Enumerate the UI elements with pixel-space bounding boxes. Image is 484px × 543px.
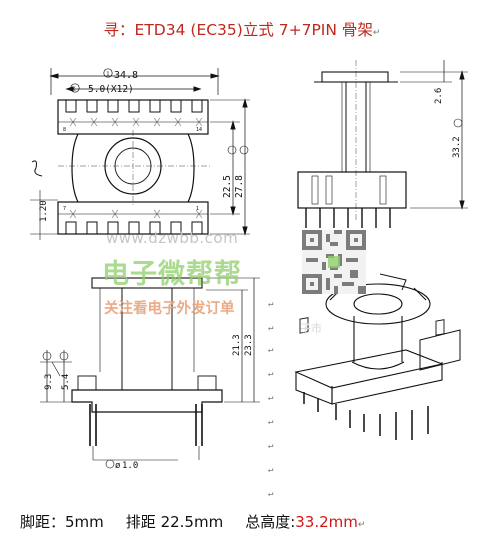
svg-text:↵: ↵: [268, 441, 273, 451]
isometric-view: [294, 273, 461, 440]
svg-text:↵: ↵: [268, 489, 273, 499]
para-mark-footer: ↵: [357, 520, 366, 530]
dim-body-length: 27.8: [234, 175, 245, 198]
top-view: 1 34.8 K 5.0(X12) 8: [30, 68, 250, 240]
svg-text:↵: ↵: [268, 465, 273, 475]
pitch-value: 5mm: [65, 513, 104, 531]
row-spacing-label: 排距: [125, 513, 161, 531]
qr-code: [302, 230, 366, 294]
svg-text:↵: ↵: [268, 393, 273, 403]
dim-total-height: 33.2: [452, 136, 462, 158]
pin-label-14: 14: [196, 127, 202, 133]
watermark-name: 电子微帮帮: [102, 259, 242, 290]
svg-text:↵: ↵: [268, 323, 273, 333]
svg-text:ø: ø: [115, 461, 121, 471]
pitch-label: 脚距：: [20, 513, 66, 531]
drawing-title: 寻：ETD34 (EC35)立式 7+7PIN 骨架↵: [103, 21, 381, 39]
spec-footer: 脚距：5mm 排距 22.5mm 总高度:33.2mm↵: [20, 511, 365, 532]
svg-text:↵: ↵: [268, 299, 273, 309]
dim-overall-width: 34.8: [114, 70, 138, 81]
para-mark: ↵: [372, 28, 381, 38]
svg-text:↵: ↵: [268, 417, 273, 427]
height-label: 总高度:: [245, 513, 296, 531]
watermark-slogan: 关注看电子外发订单: [104, 301, 235, 317]
pin-label-8: 8: [63, 127, 66, 133]
dim-pin-offset: 1.20: [39, 200, 49, 222]
dim-pin-pitch: 5.0(X12): [88, 84, 134, 95]
height-value: 33.2mm: [295, 513, 358, 531]
watermark-url: www.dzwbb.com: [106, 229, 239, 247]
technical-drawing: 1 34.8 K 5.0(X12) 8: [30, 60, 468, 499]
dim-height-21: 21.3: [232, 334, 242, 356]
dim-pin-diameter: 1.0: [122, 461, 138, 471]
side-view: 2.6 33.2: [297, 60, 468, 228]
dim-top-flange: 2.6: [434, 88, 444, 104]
pin-label-1: 1: [196, 206, 199, 212]
watermark-faint: 子市: [300, 322, 322, 335]
front-view: 21.3 23.3 9.3 5.4 1.0 ø: [40, 277, 260, 471]
dim-height-23: 23.3: [244, 334, 254, 356]
svg-text:K: K: [72, 86, 76, 93]
svg-text:↵: ↵: [268, 369, 273, 379]
dim-height-5: 5.4: [61, 374, 71, 390]
pin-label-7: 7: [63, 206, 66, 212]
dim-pin-row-spacing: 22.5: [222, 175, 233, 198]
svg-text:↵: ↵: [268, 345, 273, 355]
svg-text:1: 1: [106, 71, 110, 78]
dim-height-9: 9.3: [44, 374, 54, 390]
para-marks: ↵ ↵ ↵ ↵ ↵ ↵ ↵ ↵ ↵: [268, 299, 273, 499]
row-spacing-value: 22.5mm: [160, 513, 224, 531]
